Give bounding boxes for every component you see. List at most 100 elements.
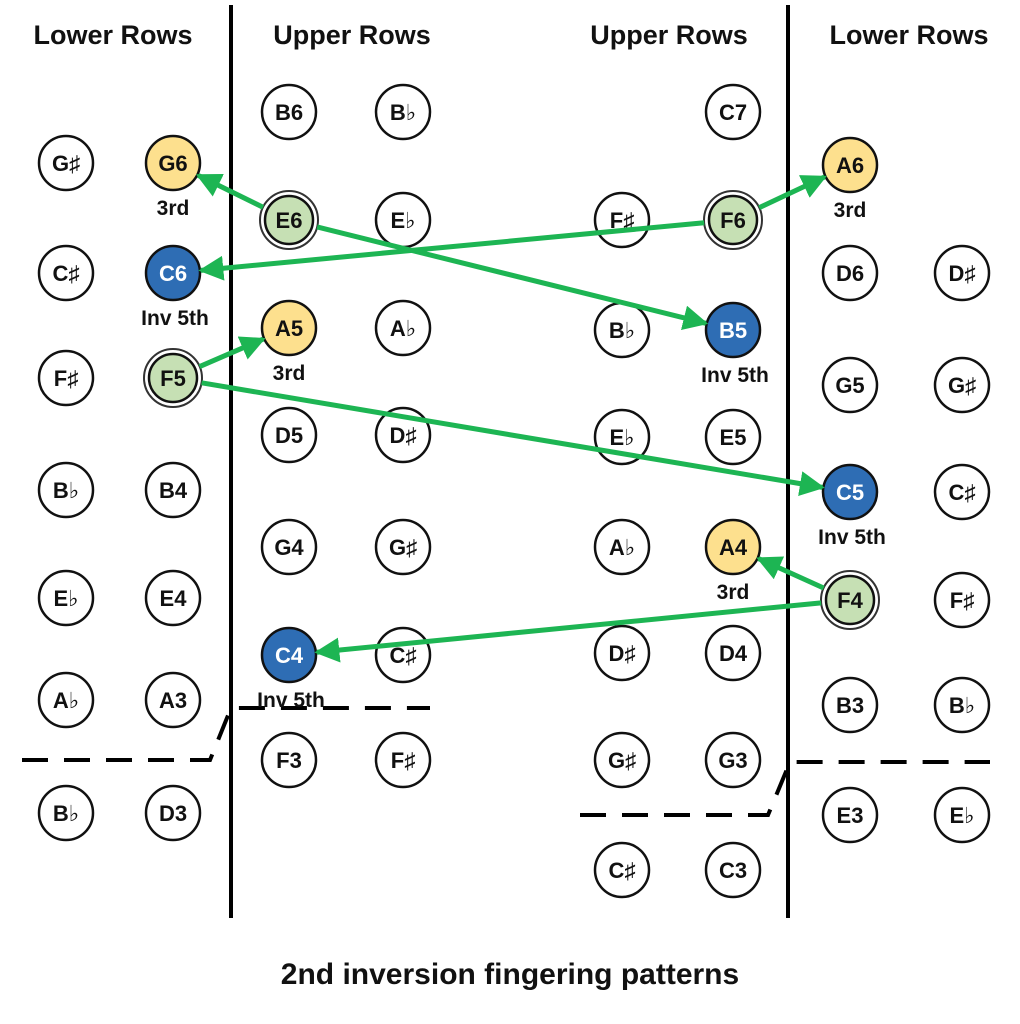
note-plain: C♯ — [593, 841, 651, 899]
note-label: D3 — [159, 801, 187, 826]
note-circle — [260, 406, 318, 464]
note-plain: E5 — [704, 408, 762, 466]
note-circle — [593, 624, 651, 682]
note-circle — [37, 671, 95, 729]
note-label: F5 — [160, 366, 186, 391]
note-plain: A♭ — [593, 518, 651, 576]
note-plain: F♯ — [37, 349, 95, 407]
arrow-E6-to-G6 — [195, 173, 265, 210]
note-label: D♯ — [390, 423, 417, 448]
note-label: F3 — [276, 748, 302, 773]
note-plain: D♯ — [933, 244, 991, 302]
note-label: A♭ — [390, 316, 416, 341]
note-third: A6 3rd — [821, 136, 879, 222]
note-plain: F♯ — [374, 731, 432, 789]
note-plain: A♭ — [37, 671, 95, 729]
note-label: C♯ — [609, 858, 636, 883]
note-label: D4 — [719, 641, 748, 666]
note-circle — [704, 408, 762, 466]
note-label: E4 — [160, 586, 188, 611]
note-circle — [824, 574, 876, 626]
note-plain: C♯ — [374, 626, 432, 684]
note-label: E♭ — [609, 425, 634, 450]
note-label: A4 — [719, 535, 748, 560]
note-plain: E♭ — [37, 569, 95, 627]
note-circle — [374, 83, 432, 141]
note-plain: G3 — [704, 731, 762, 789]
note-plain: G5 — [821, 356, 879, 414]
note-circle — [263, 194, 315, 246]
note-label: B♭ — [53, 801, 79, 826]
note-circle — [821, 786, 879, 844]
note-label: C3 — [719, 858, 747, 883]
note-plain: G♯ — [37, 134, 95, 192]
note-circle — [144, 134, 202, 192]
arrow-E6-to-B5 — [316, 224, 709, 330]
note-label: C7 — [719, 100, 747, 125]
note-label: E3 — [837, 803, 864, 828]
note-label: E♭ — [949, 803, 974, 828]
note-label: A♭ — [609, 535, 635, 560]
note-circle — [37, 569, 95, 627]
interval-label: 3rd — [834, 199, 867, 222]
note-circle — [821, 676, 879, 734]
note-label: F4 — [837, 588, 863, 613]
note-label: F♯ — [950, 588, 974, 613]
dashed-boundary-left — [22, 706, 430, 762]
header-lower-rows-left: Lower Rows — [33, 20, 192, 50]
note-circle — [704, 301, 762, 359]
header-upper-rows-left: Upper Rows — [273, 20, 431, 50]
interval-label: 3rd — [273, 362, 306, 385]
note-label: G4 — [274, 535, 304, 560]
interval-label: Inv 5th — [257, 689, 325, 712]
note-circle — [593, 731, 651, 789]
note-circle — [374, 518, 432, 576]
note-label: B♭ — [390, 100, 416, 125]
note-plain: F♯ — [933, 571, 991, 629]
note-label: G3 — [718, 748, 747, 773]
note-plain: C♯ — [37, 244, 95, 302]
note-plain: D4 — [704, 624, 762, 682]
note-circle — [144, 569, 202, 627]
note-label: B4 — [159, 478, 188, 503]
note-plain: D♯ — [593, 624, 651, 682]
note-label: E♭ — [390, 208, 415, 233]
note-circle — [933, 463, 991, 521]
note-plain: E4 — [144, 569, 202, 627]
interval-label: 3rd — [157, 197, 190, 220]
note-circle — [144, 671, 202, 729]
note-label: B6 — [275, 100, 303, 125]
arrows — [195, 173, 827, 663]
note-label: E5 — [720, 425, 747, 450]
note-circle — [37, 244, 95, 302]
dashed-boundary-right — [580, 760, 990, 817]
note-label: D5 — [275, 423, 303, 448]
note-label: B3 — [836, 693, 864, 718]
note-label: E6 — [276, 208, 303, 233]
note-label: A♭ — [53, 688, 79, 713]
note-circle — [144, 784, 202, 842]
note-label: G♯ — [608, 748, 636, 773]
note-plain: C7 — [704, 83, 762, 141]
note-plain: D3 — [144, 784, 202, 842]
note-circle — [704, 624, 762, 682]
interval-label: Inv 5th — [141, 307, 209, 330]
diagram-title: 2nd inversion fingering patterns — [281, 958, 739, 991]
note-label: G6 — [158, 151, 187, 176]
note-circle — [821, 244, 879, 302]
note-plain: F3 — [260, 731, 318, 789]
note-circle — [260, 83, 318, 141]
note-label: A6 — [836, 153, 864, 178]
note-circle — [821, 356, 879, 414]
note-label: G5 — [835, 373, 864, 398]
note-label: C5 — [836, 480, 864, 505]
note-plain: D5 — [260, 406, 318, 464]
note-plain: E♭ — [374, 191, 432, 249]
note-plain: B♭ — [933, 676, 991, 734]
note-circle — [144, 461, 202, 519]
note-plain: A3 — [144, 671, 202, 729]
